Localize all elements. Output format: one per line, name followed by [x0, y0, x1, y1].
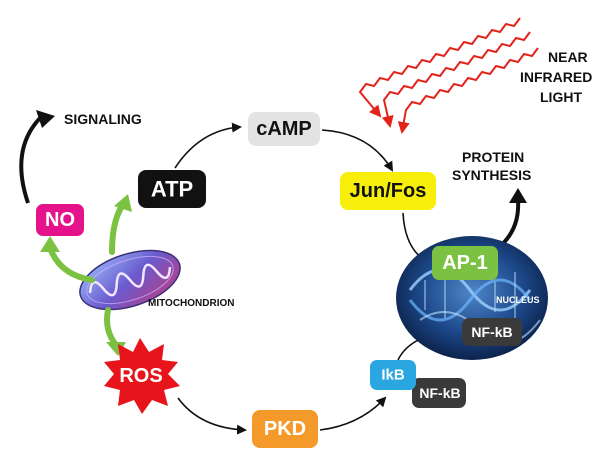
near-infrared-light-line3: LIGHT: [540, 89, 582, 105]
light-wave-icon: [381, 31, 531, 128]
arrow-no-to-signaling-head: [36, 110, 55, 128]
node-nfkb-nucleus-box: [462, 318, 522, 346]
node-nfkb-cyto-box: [412, 378, 466, 408]
node-pkd-box: [252, 410, 318, 448]
near-infrared-light-line1: NEAR: [548, 49, 588, 65]
arrow-camp-to-junfos: [321, 129, 394, 172]
node-no-label: NO: [45, 209, 75, 231]
green-arrow-to-ros: [104, 307, 119, 348]
light-wave-icon: [358, 17, 521, 118]
node-ap1-label: AP-1: [442, 252, 488, 274]
node-pkd-label: PKD: [264, 418, 306, 440]
arrow-pkd-to-ikb: [319, 396, 387, 431]
arrow-atp-to-camp: [174, 122, 242, 169]
green-arrow-to-no: [47, 245, 95, 283]
node-jun-fos-label: Jun/Fos: [350, 180, 427, 202]
near-infrared-light-waves: [358, 17, 539, 134]
mitochondrion-label: MITOCHONDRION: [148, 298, 234, 309]
node-ikb-label: IkB: [381, 367, 405, 384]
node-ros-starburst: [104, 338, 180, 414]
node-nfkb-cyto-label: NF-kB: [419, 385, 460, 401]
node-camp-label: cAMP: [256, 118, 312, 140]
node-ikb-box: [370, 360, 416, 390]
green-arrow-to-atp: [109, 203, 125, 255]
node-camp-box: [248, 112, 320, 146]
protein-synthesis-label-line2: SYNTHESIS: [452, 167, 531, 183]
nucleus-label: NUCLEUS: [496, 295, 540, 305]
arrow-no-to-signaling: [19, 116, 42, 204]
signaling-label: SIGNALING: [64, 111, 142, 127]
node-jun-fos-box: [340, 172, 436, 210]
node-ros-label: ROS: [119, 365, 162, 387]
arrow-ros-to-pkd: [177, 397, 247, 435]
green-arrow-to-no-head: [40, 236, 60, 252]
green-arrow-to-ros-head: [106, 342, 126, 356]
node-atp-box: [138, 170, 206, 208]
light-wave-icon: [397, 47, 539, 134]
node-ap1-box: [432, 246, 498, 280]
protein-synthesis-label-line1: PROTEIN: [462, 149, 524, 165]
mitochondrion-illustration: [79, 249, 181, 311]
near-infrared-light-line2: INFRARED: [520, 69, 592, 85]
arrow-ap1-to-protein-synthesis-head: [509, 188, 527, 203]
node-nfkb-nucleus-label: NF-kB: [471, 324, 512, 340]
node-no-box: [36, 204, 84, 236]
node-atp-label: ATP: [151, 177, 193, 202]
green-arrow-to-atp-head: [114, 194, 132, 212]
